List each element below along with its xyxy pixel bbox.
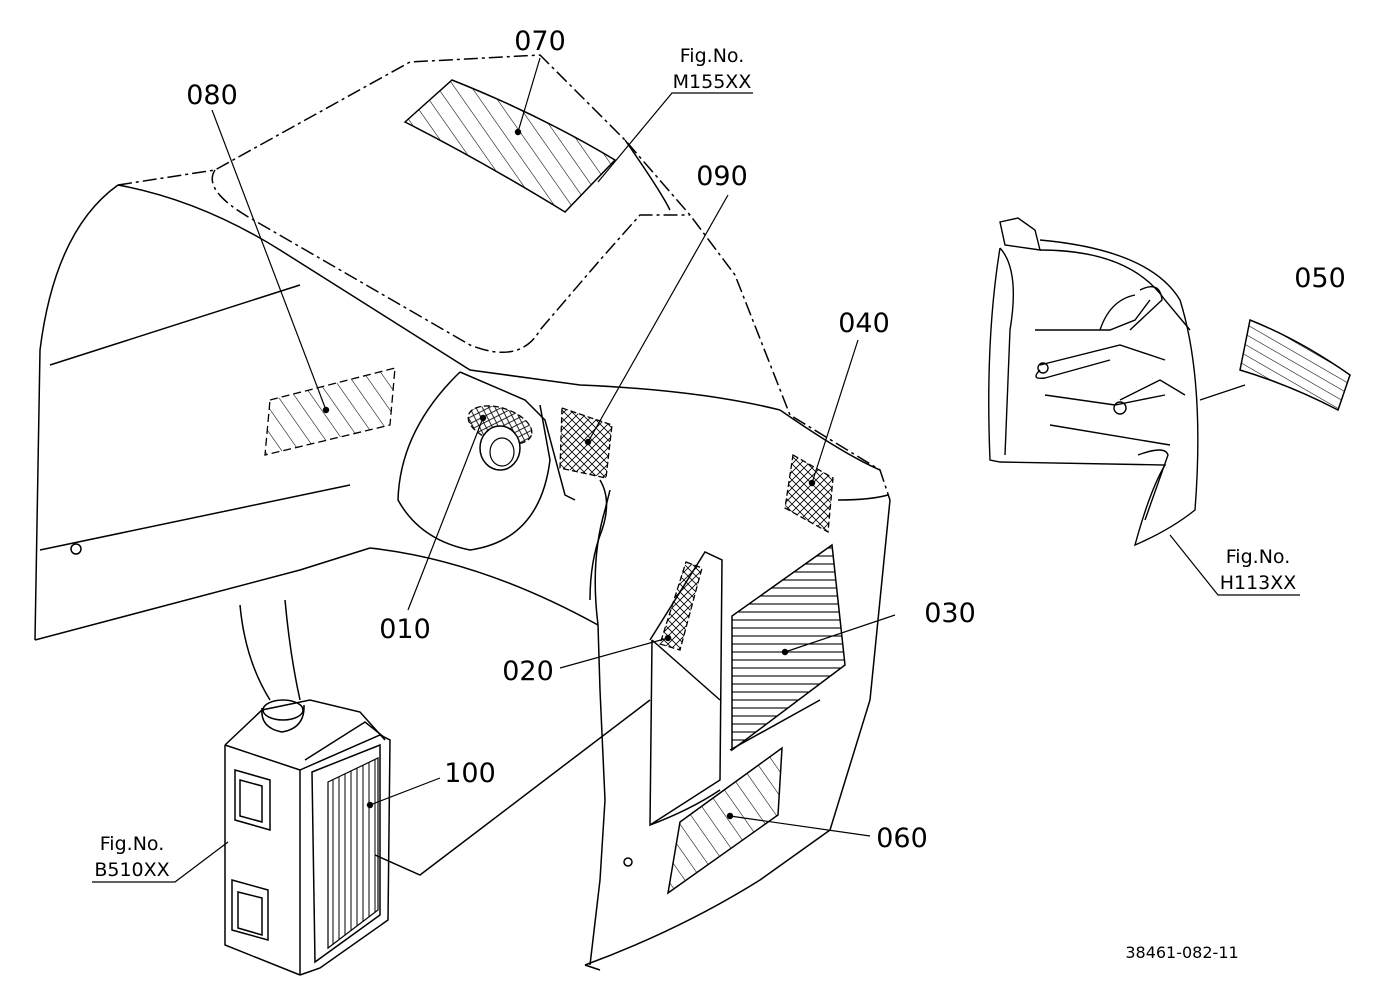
callout-030: 030	[924, 598, 976, 629]
fender-part	[988, 217, 1199, 547]
figref-code: B510XX	[94, 859, 169, 881]
document-id: 38461-082-11	[1125, 943, 1238, 962]
figref-code: M155XX	[673, 71, 752, 93]
figref-m155xx: Fig.No. M155XX	[673, 45, 752, 93]
decal-080	[264, 367, 396, 456]
callout-020: 020	[502, 656, 554, 687]
headlight-assembly	[467, 405, 533, 471]
decal-060	[666, 746, 783, 895]
figref-code: H113XX	[1220, 572, 1297, 594]
decal-070	[403, 79, 617, 213]
decal-030	[731, 543, 846, 752]
figref-caption: Fig.No.	[100, 833, 164, 855]
decal-020	[659, 561, 703, 651]
callout-090: 090	[696, 161, 748, 192]
callout-010: 010	[379, 614, 431, 645]
figref-h113xx: Fig.No. H113XX	[1220, 546, 1297, 594]
figref-b510xx: Fig.No. B510XX	[94, 833, 169, 881]
figref-caption: Fig.No.	[680, 45, 744, 67]
air-filter-box	[224, 599, 391, 976]
leader-lines	[92, 57, 1300, 883]
callout-050: 050	[1294, 263, 1346, 294]
figref-caption: Fig.No.	[1226, 546, 1290, 568]
callout-080: 080	[186, 80, 238, 111]
callout-070: 070	[514, 26, 566, 57]
cabin-body-outline	[34, 54, 891, 971]
decal-040	[784, 453, 834, 534]
callout-040: 040	[838, 308, 890, 339]
callout-100: 100	[444, 758, 496, 789]
leader-dots	[322, 128, 816, 820]
decal-050	[1239, 318, 1351, 412]
filter-element-100	[327, 757, 379, 950]
callout-060: 060	[876, 823, 928, 854]
